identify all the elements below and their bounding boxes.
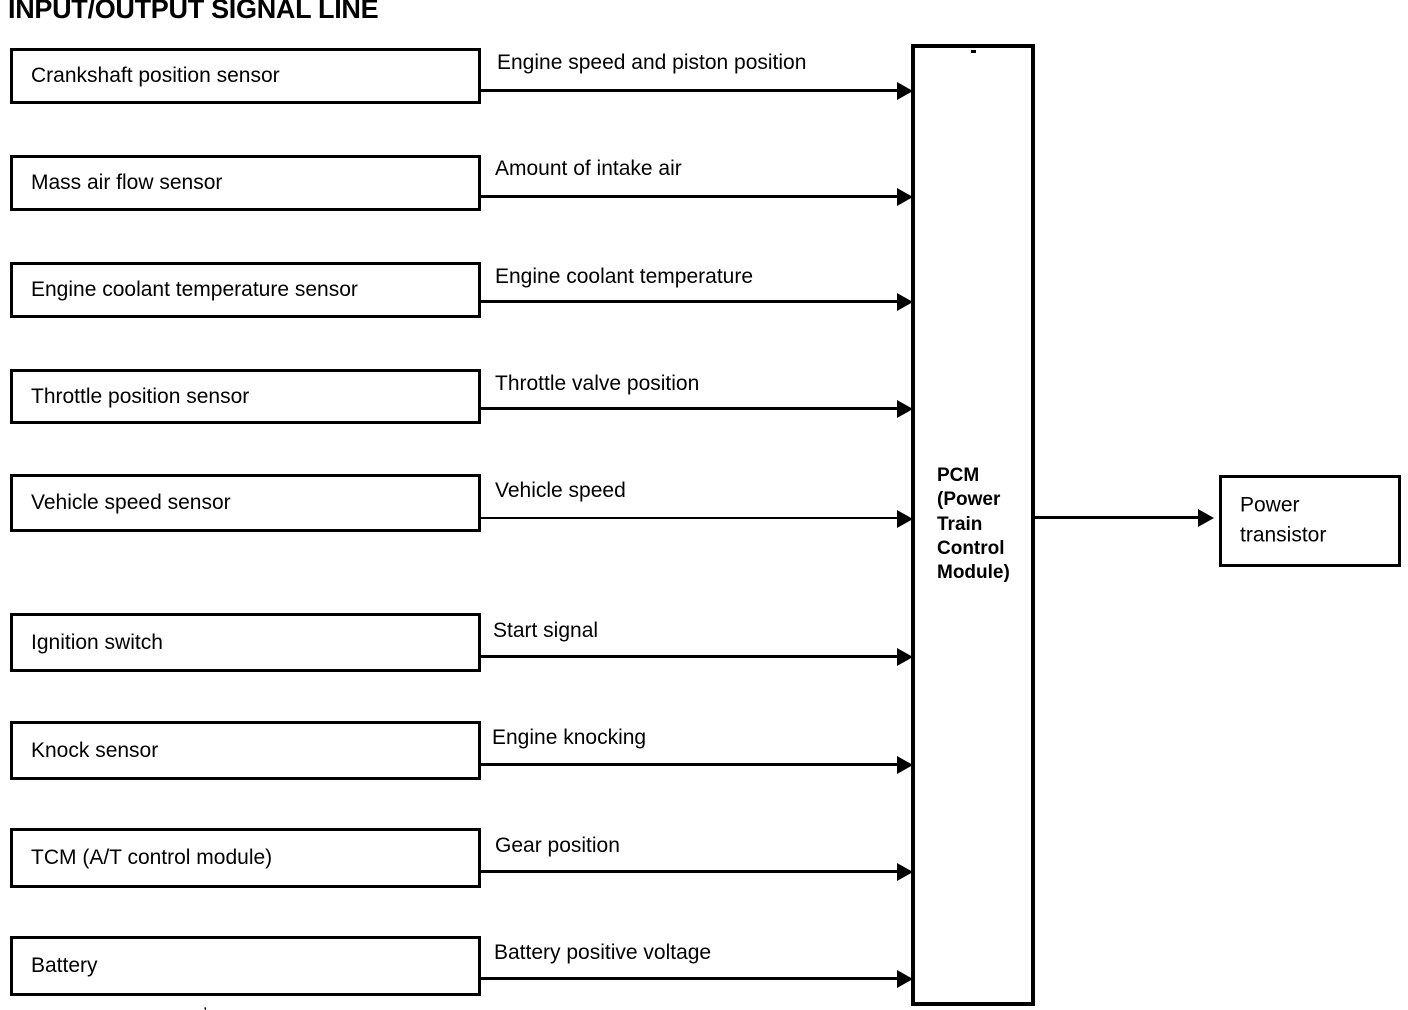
pcm-controller-box[interactable]: PCM (Power Train Control Module): [911, 44, 1035, 1006]
input-node-label: Engine coolant temperature sensor: [31, 277, 358, 301]
output-node-label: Power transistor: [1240, 493, 1327, 547]
input-node-label: TCM (A/T control module): [31, 845, 273, 869]
signal-label: Battery positive voltage: [494, 941, 712, 964]
pcm-label: PCM (Power Train Control Module): [937, 465, 1010, 584]
arrow-head-icon: [897, 970, 913, 988]
input-node-box[interactable]: TCM (A/T control module): [10, 828, 481, 888]
signal-label: Engine speed and piston position: [497, 51, 807, 74]
signal-line: [481, 195, 909, 198]
input-node-label: Vehicle speed sensor: [31, 490, 231, 514]
arrow-head-icon: [897, 756, 913, 774]
input-node-box[interactable]: Throttle position sensor: [10, 369, 481, 424]
input-node-box[interactable]: Vehicle speed sensor: [10, 474, 481, 532]
signal-label: Gear position: [495, 834, 620, 857]
input-node-box[interactable]: Crankshaft position sensor: [10, 48, 481, 104]
signal-label: Engine knocking: [492, 726, 647, 749]
signal-line: [481, 300, 909, 303]
arrow-head-icon: [897, 188, 913, 206]
input-node-box[interactable]: Battery: [10, 936, 481, 996]
output-signal-line: [1035, 516, 1203, 519]
signal-line: [481, 655, 909, 658]
input-node-label: Throttle position sensor: [31, 384, 250, 408]
arrow-head-icon: [897, 82, 913, 100]
signal-line: [481, 407, 909, 410]
signal-label: Throttle valve position: [495, 372, 700, 395]
input-node-label: Battery: [31, 953, 98, 977]
scan-speck: ,: [203, 996, 208, 1010]
arrow-head-icon: [897, 510, 913, 528]
input-node-box[interactable]: Mass air flow sensor: [10, 155, 481, 211]
arrow-head-icon: [897, 293, 913, 311]
signal-label: Vehicle speed: [495, 479, 626, 502]
signal-label: Engine coolant temperature: [495, 265, 753, 288]
page-title: INPUT/OUTPUT SIGNAL LINE: [8, 0, 379, 24]
signal-label: Amount of intake air: [495, 157, 682, 180]
arrow-head-icon: [1198, 509, 1214, 527]
input-node-box[interactable]: Ignition switch: [10, 613, 481, 672]
signal-label: Start signal: [493, 619, 599, 642]
scan-speck: [971, 50, 976, 53]
arrow-head-icon: [897, 400, 913, 418]
input-node-box[interactable]: Knock sensor: [10, 721, 481, 780]
input-node-label: Mass air flow sensor: [31, 170, 223, 194]
signal-line: [481, 89, 909, 92]
signal-line: [481, 517, 909, 519]
signal-line: [481, 870, 909, 873]
arrow-head-icon: [897, 648, 913, 666]
input-node-box[interactable]: Engine coolant temperature sensor: [10, 262, 481, 318]
signal-line: [481, 763, 909, 766]
arrow-head-icon: [897, 863, 913, 881]
output-node-box[interactable]: Power transistor: [1219, 475, 1401, 567]
input-node-label: Crankshaft position sensor: [31, 63, 280, 87]
signal-line: [481, 977, 909, 980]
input-node-label: Knock sensor: [31, 738, 159, 762]
input-node-label: Ignition switch: [31, 630, 163, 654]
